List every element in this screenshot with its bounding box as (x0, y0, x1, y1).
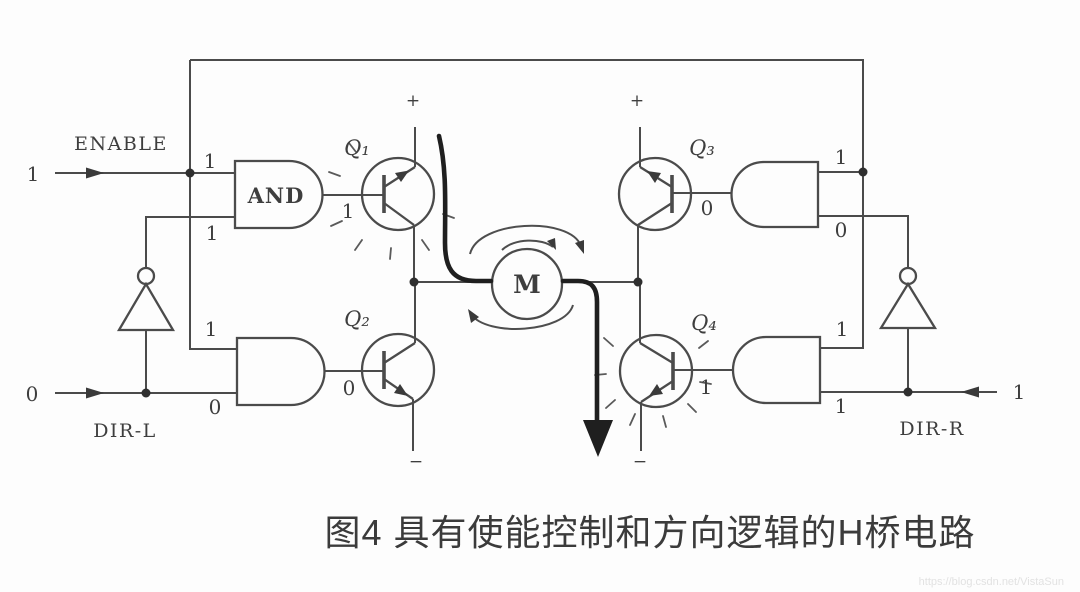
q1-and-in-bottom-value: 1 (206, 221, 219, 245)
junction-dot (185, 168, 195, 178)
q4-and-in-bottom-value: 1 (835, 394, 848, 418)
motor-rotation-arrows (468, 224, 584, 330)
left-inverter-output-wire (145, 216, 235, 268)
dir-r-arrowhead-icon (961, 386, 979, 398)
q2-label: Q₂ (344, 307, 370, 331)
q3-and-in-bottom-value: 0 (835, 218, 848, 242)
junction-dot (409, 277, 419, 287)
junction-dot (633, 277, 643, 287)
supply-minus-right: − (633, 452, 647, 472)
junction-dot (903, 387, 913, 397)
and-gate-q1: AND (233, 159, 384, 230)
dir-r-label: DIR-R (899, 418, 964, 440)
q2-and-out-value: 0 (343, 376, 356, 400)
q1-label: Q₁ (344, 136, 370, 160)
junction-dot (858, 167, 868, 177)
dir-l-arrowhead-icon (86, 387, 104, 399)
transistor-q4 (594, 282, 712, 451)
and-gate-q4 (673, 335, 822, 405)
enable-input-value: 1 (27, 162, 40, 186)
current-flow-arrowhead-icon (583, 420, 613, 457)
q3-and-in-top-value: 1 (835, 145, 848, 169)
q3-label: Q₃ (689, 136, 715, 160)
supply-plus-right: + (630, 91, 644, 111)
right-inverter (878, 266, 938, 330)
current-flow-path (436, 133, 613, 457)
q2-and-in-bottom-value: 0 (209, 395, 222, 419)
left-inverter (116, 266, 176, 332)
q4-and-out-value: 1 (700, 375, 713, 399)
enable-arrowhead-icon (86, 167, 104, 179)
and-gate-q1-label: AND (247, 183, 305, 208)
watermark-text: https://blog.csdn.net/VistaSun (919, 576, 1064, 588)
q3-and-out-value: 0 (701, 196, 714, 220)
transistor-q1 (328, 127, 455, 282)
transistor-q1-glow (328, 142, 455, 260)
and-gate-q3 (672, 160, 820, 229)
and-gate-q2 (235, 336, 384, 407)
motor: M (490, 247, 564, 321)
dir-l-input-value: 0 (26, 382, 39, 406)
supply-minus-left: − (409, 452, 423, 472)
transistor-q3 (617, 127, 693, 282)
figure-caption: 图4 具有使能控制和方向逻辑的H桥电路 (324, 512, 975, 553)
transistor-q4-glow (594, 337, 712, 428)
junction-dot (141, 388, 151, 398)
supply-plus-left: + (406, 91, 420, 111)
q1-and-out-value: 1 (342, 199, 355, 223)
dir-l-label: DIR-L (93, 420, 157, 442)
transistor-q2 (360, 282, 436, 451)
top-rail-wire (190, 59, 864, 349)
enable-label: ENABLE (74, 133, 168, 155)
motor-label: M (513, 270, 541, 299)
q4-and-in-top-value: 1 (836, 317, 849, 341)
q4-label: Q₄ (691, 311, 717, 335)
q2-and-in-top-value: 1 (205, 317, 218, 341)
left-enable-rail-wire (189, 60, 237, 350)
enable-node-value: 1 (204, 149, 217, 173)
right-inverter-output-wire (818, 215, 909, 268)
dir-r-input-value: 1 (1013, 380, 1026, 404)
